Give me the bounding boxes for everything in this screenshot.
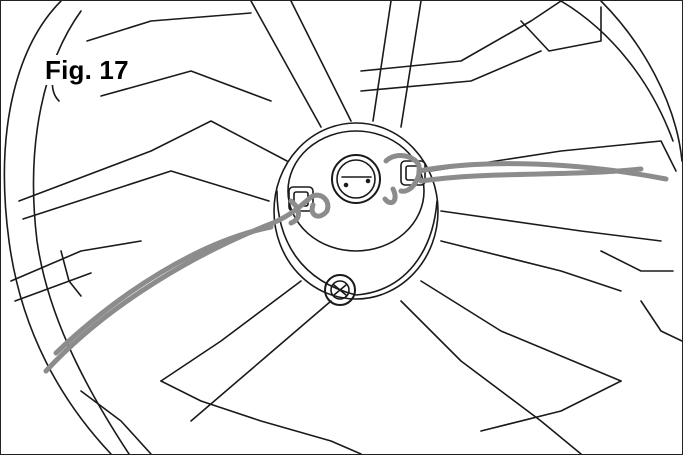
- spoke-right: [440, 210, 662, 242]
- spoke-top: [372, 1, 392, 122]
- spoke-lower: [190, 300, 332, 422]
- trimmer-line: [383, 153, 422, 194]
- screw-slot: [333, 284, 347, 296]
- eyelet-left: [288, 186, 314, 212]
- spoke-upper-left: [22, 170, 270, 220]
- hub-inner: [287, 130, 425, 252]
- center-knob-dot: [365, 178, 371, 184]
- spoke-lower: [400, 300, 582, 454]
- spool-outer-rim: [3, 1, 112, 454]
- trimmer-line: [382, 186, 398, 206]
- trimmer-line: [288, 198, 301, 226]
- spool-inner-rim: [560, 1, 674, 142]
- spoke-lower: [160, 280, 302, 382]
- spoke-upper-left: [86, 12, 252, 42]
- spoke-top: [400, 1, 422, 128]
- spool-outer-rim: [600, 1, 682, 162]
- center-knob: [331, 154, 381, 204]
- spoke-lower: [480, 380, 622, 432]
- spoke-lower: [160, 380, 362, 454]
- spoke-right: [600, 250, 674, 272]
- spoke-upper-left: [18, 120, 288, 202]
- trimmer-line: [418, 166, 644, 184]
- center-knob-inner: [336, 159, 376, 199]
- trimmer-line: [308, 192, 331, 219]
- spoke-lower: [80, 390, 152, 454]
- spoke-top: [360, 1, 562, 72]
- spoke-top: [250, 1, 322, 128]
- screw-head: [330, 280, 350, 300]
- spoke-top: [360, 50, 542, 92]
- spoke-top: [520, 6, 602, 52]
- screw: [324, 274, 356, 306]
- spoke-top: [290, 1, 352, 122]
- figure-label: Fig. 17: [41, 55, 133, 85]
- spoke-upper-left: [100, 70, 272, 102]
- trimmer-line: [43, 194, 314, 374]
- spoke-lower-left: [10, 240, 142, 282]
- spoke-right: [440, 240, 622, 292]
- spoke-lower-left: [60, 250, 82, 297]
- spoke-lower-left: [14, 272, 92, 302]
- center-knob-dot: [343, 182, 349, 188]
- spoke-right: [430, 140, 677, 172]
- hub-side: [276, 190, 438, 296]
- trimmer-line: [53, 224, 274, 356]
- spoke-lower: [420, 280, 622, 382]
- hub-outer: [273, 122, 439, 300]
- spoke-right: [640, 300, 682, 342]
